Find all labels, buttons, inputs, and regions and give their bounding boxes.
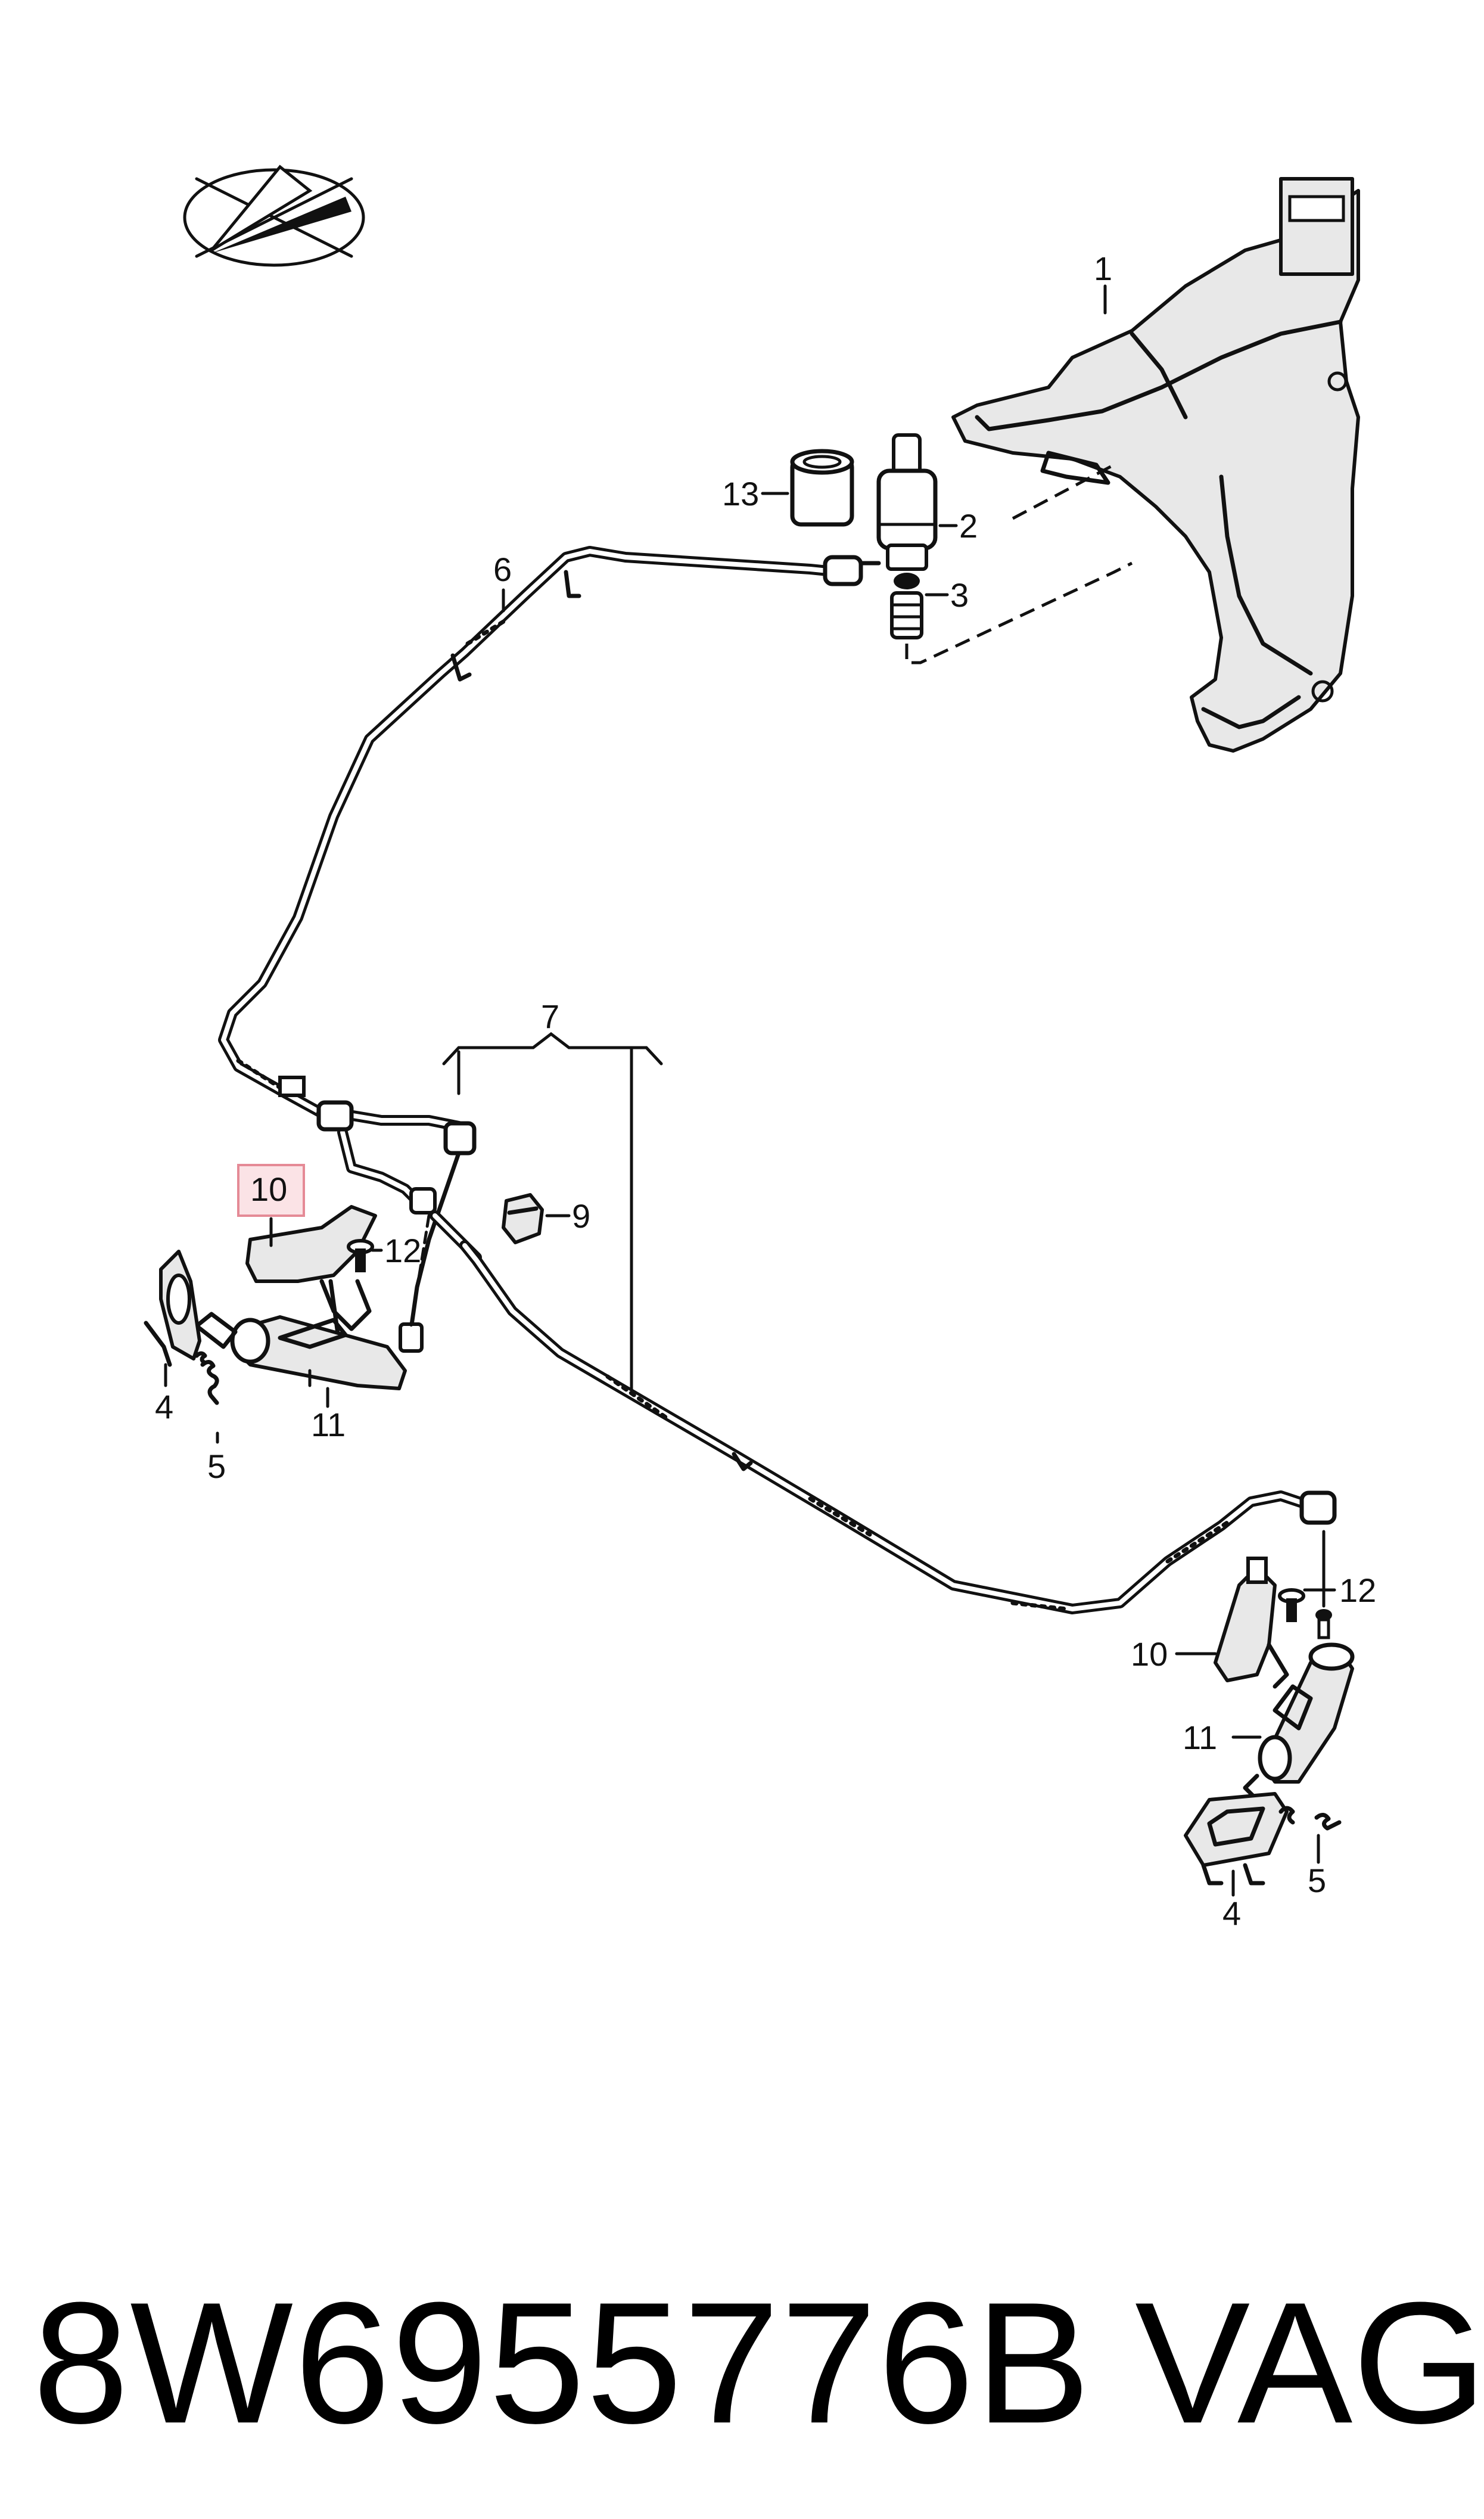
callout-11-right: 11 [1183,1719,1217,1756]
callout-10-left: 10 [250,1170,287,1208]
washer-pump-part-2 [844,433,938,574]
cover-plate-part-4-right [1184,1792,1289,1886]
callout-4-left: 4 [155,1388,173,1425]
callout-5-left: 5 [207,1448,226,1485]
highlight-callout-10-left [237,1164,305,1217]
brand-label: VAG [1135,2266,1484,2459]
callout-12-right: 12 [1339,1571,1376,1609]
grommet-part-13 [790,449,854,527]
callout-9: 9 [572,1197,590,1235]
callout-11-left: 11 [311,1406,346,1443]
supply-hose-part-6 [218,546,863,1119]
callout-2: 2 [959,507,978,545]
callout-6: 6 [493,551,512,588]
orientation-indicator-icon [183,164,365,267]
nozzle-cylinder-part-11-right [1243,1642,1355,1802]
callout-5-right: 5 [1308,1862,1326,1899]
cover-plate-part-4-left [144,1250,201,1367]
clip-part-9 [502,1193,544,1244]
bolt-part-12-right [1278,1588,1332,1639]
bracket-part-10-left [245,1205,377,1349]
filter-part-3 [890,573,923,639]
callout-10-right: 10 [1131,1635,1168,1673]
bolt-part-12-left [347,1239,374,1272]
right-side-hose [459,1240,1337,1614]
spring-part-5-right [1278,1806,1342,1831]
bracket-part-10-right [1214,1557,1289,1689]
spring-part-5-left [194,1351,219,1405]
hose-set-bracket-part-7 [442,1032,663,1393]
reservoir-part-1 [951,177,1360,753]
part-number-label: 8W6955776B [33,2266,1092,2459]
callout-12-left: 12 [384,1232,421,1269]
callout-13: 13 [722,475,759,513]
callout-7: 7 [541,998,559,1035]
callout-4-right: 4 [1222,1894,1241,1932]
nozzle-cylinder-part-11-left [194,1312,407,1390]
callout-1: 1 [1094,250,1112,287]
callout-3: 3 [950,576,969,614]
